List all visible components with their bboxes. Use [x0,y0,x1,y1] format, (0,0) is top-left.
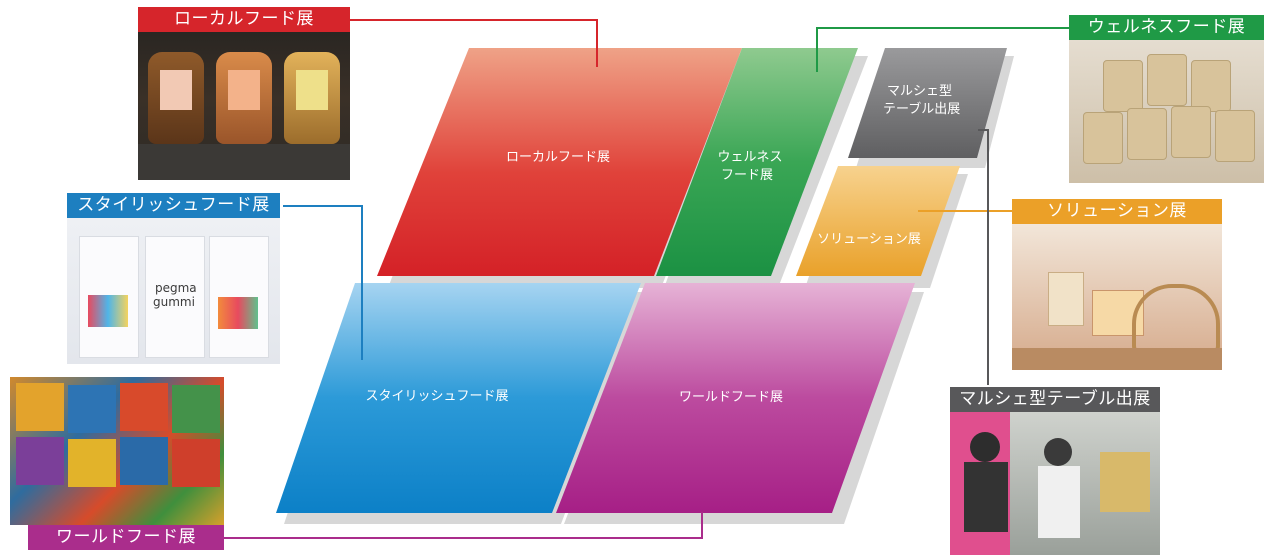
photo-world-food [10,377,224,525]
canister-icon [1127,108,1167,160]
zone-wellness [656,48,858,276]
callout-title-world: ワールドフード展 [28,525,224,550]
canister-icon [1171,106,1211,158]
zone-world-label: ワールドフード展 [679,390,783,405]
callout-title-solution: ソリューション展 [1012,199,1222,224]
shelf [138,144,350,180]
photo-wellness-food [1069,40,1264,183]
jar-label [160,70,192,110]
bag-icon [79,236,139,358]
table-surface [1012,348,1222,370]
canister-icon [1191,60,1231,112]
callout-title-wellness: ウェルネスフード展 [1069,15,1264,40]
zone-solution-label: ソリューション展 [817,232,921,247]
callout-title-marche: マルシェ型テーブル出展 [950,387,1160,412]
leader-line-marche [978,129,989,385]
leader-line-stylish [283,205,363,360]
zone-marche-label-2: テーブル出展 [883,101,960,117]
basket-icon [1132,284,1220,356]
person-icon [964,462,1008,532]
package-icon [120,383,168,431]
zone-wellness-label-2: フード展 [721,168,773,183]
photo-marche [950,412,1160,555]
jar-label [228,70,260,110]
zone-solution [796,166,960,276]
zone-marche [848,48,1007,158]
zone-local-label: ローカルフード展 [506,150,610,165]
zone-stylish [276,283,641,513]
brand-text-1: pegma [155,281,197,295]
leader-line-world [224,512,703,539]
person-icon [1044,438,1072,466]
bag-icon [209,236,269,358]
bag-icon: pegma gummi [145,236,205,358]
jar-icon [284,52,340,144]
package-icon [120,437,168,485]
package-icon [172,439,220,487]
person-icon [1038,466,1080,538]
zone-stylish-label: スタイリッシュフード展 [365,389,508,404]
zone-local [377,48,742,276]
jar-icon [216,52,272,144]
zone-marche-label-1: マルシェ型 [887,84,952,99]
canister-icon [1215,110,1255,162]
canister-icon [1103,60,1143,112]
box-icon [1048,272,1084,326]
package-icon [172,385,220,433]
canister-icon [1083,112,1123,164]
leader-line-local [350,19,598,67]
package-icon [68,385,116,433]
package-icon [16,383,64,431]
zone-world [556,283,915,513]
leader-line-wellness [816,27,1069,72]
brand-text-2: gummi [153,295,195,309]
package-icon [68,439,116,487]
photo-local-food [138,32,350,180]
jar-label [296,70,328,110]
gummy-icon [218,297,258,329]
photo-solution [1012,224,1222,370]
photo-stylish-food: pegma gummi [67,218,280,364]
jar-icon [148,52,204,144]
gummy-icon [88,295,128,327]
callout-title-stylish: スタイリッシュフード展 [67,193,280,218]
zone-wellness-label-1: ウェルネス [717,150,782,165]
callout-title-local: ローカルフード展 [138,7,350,32]
person-icon [970,432,1000,462]
product-shelf [1100,452,1150,512]
package-icon [16,437,64,485]
canister-icon [1147,54,1187,106]
